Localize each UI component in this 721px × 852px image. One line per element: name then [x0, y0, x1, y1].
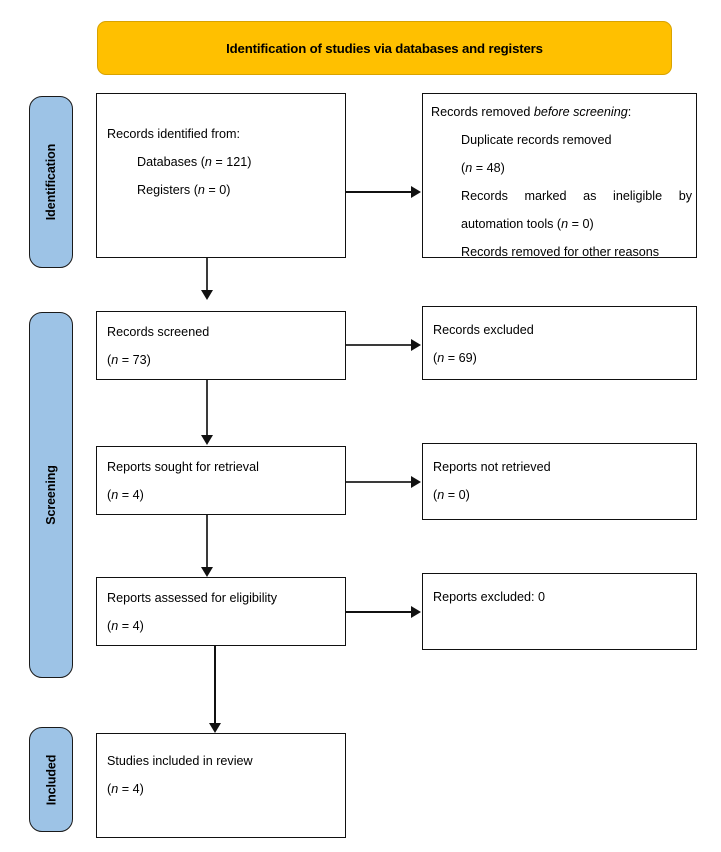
records-removed-colon: : [627, 105, 632, 119]
duplicate-records-count: (n = 48) [431, 154, 694, 182]
arrowhead-down-identified-to-screened [201, 290, 213, 300]
stage-label-identification: Identification [29, 96, 73, 268]
box-reports-not-retrieved: Reports not retrieved (n = 0) [422, 443, 697, 520]
box-records-identified: Records identified from: Databases (n = … [96, 93, 346, 258]
records-screened-label: Records screened [107, 325, 210, 339]
box-records-removed: Records removed before screening: Duplic… [422, 93, 697, 259]
diagram-header-banner: Identification of studies via databases … [97, 21, 672, 75]
records-screened-value: = 73) [118, 353, 151, 367]
paren-open: ( [433, 488, 438, 502]
stage-label-included: Included [29, 727, 73, 832]
connector-screened-to-excluded [346, 344, 412, 346]
arrowhead-right-assessed-to-reports-excluded [411, 606, 421, 618]
paren-open: ( [461, 161, 466, 175]
studies-included-value: = 4) [118, 782, 144, 796]
box-reports-assessed: Reports assessed for eligibility (n = 4) [96, 577, 346, 646]
arrowhead-down-assessed-to-included [209, 723, 221, 733]
connector-screened-to-sought [206, 380, 208, 436]
box-records-excluded: Records excluded (n = 69) [422, 306, 697, 380]
n-symbol: n [111, 619, 119, 633]
arrowhead-down-screened-to-sought [201, 435, 213, 445]
automation-tools-count: automation tools (n = 0) [431, 210, 694, 238]
records-identified-heading: Records identified from: [107, 127, 240, 141]
records-excluded-label: Records excluded [433, 323, 534, 337]
databases-count: = 121) [211, 155, 252, 169]
box-records-screened: Records screened (n = 73) [96, 311, 346, 380]
records-identified-databases: Databases (n = 121) [107, 148, 341, 176]
automation-count-value: = 0) [568, 217, 594, 231]
records-excluded-count: (n = 69) [433, 344, 692, 372]
paren-open: ( [107, 619, 112, 633]
records-screened-count: (n = 73) [107, 346, 341, 374]
connector-identified-to-removed [346, 191, 412, 193]
reports-sought-count: (n = 4) [107, 481, 341, 509]
n-symbol: n [561, 217, 569, 231]
connector-assessed-to-reports-excluded [346, 611, 412, 613]
reports-assessed-value: = 4) [118, 619, 144, 633]
records-excluded-value: = 69) [444, 351, 477, 365]
arrowhead-right-sought-to-not-retrieved [411, 476, 421, 488]
records-removed-heading: Records removed before screening: [431, 98, 694, 126]
n-symbol: n [111, 782, 119, 796]
connector-identified-to-screened [206, 258, 208, 291]
duplicate-count-value: = 48) [472, 161, 505, 175]
reports-assessed-count: (n = 4) [107, 612, 341, 640]
reports-not-retrieved-count: (n = 0) [433, 481, 692, 509]
records-removed-other-reasons: Records removed for other reasons [461, 245, 660, 259]
reports-excluded-label: Reports excluded: 0 [433, 590, 546, 604]
reports-not-retrieved-value: = 0) [444, 488, 470, 502]
records-identified-registers: Registers (n = 0) [107, 176, 341, 204]
duplicate-records-removed: Duplicate records removed [461, 133, 612, 147]
n-symbol: n [197, 183, 205, 197]
reports-sought-value: = 4) [118, 488, 144, 502]
arrowhead-right-identified-to-removed [411, 186, 421, 198]
n-symbol: n [111, 353, 119, 367]
box-studies-included: Studies included in review (n = 4) [96, 733, 346, 838]
records-ineligible-automation: Records marked as ineligible by [461, 189, 692, 203]
stage-label-identification-text: Identification [44, 143, 59, 221]
stage-label-screening-text: Screening [44, 465, 59, 525]
arrowhead-right-screened-to-excluded [411, 339, 421, 351]
connector-sought-to-assessed [206, 515, 208, 568]
registers-count: = 0) [204, 183, 231, 197]
n-symbol: n [465, 161, 473, 175]
before-screening-emphasis: before screening [533, 105, 628, 119]
diagram-header-title: Identification of studies via databases … [226, 40, 543, 56]
paren-open: ( [433, 351, 438, 365]
n-symbol: n [437, 488, 445, 502]
arrowhead-down-sought-to-assessed [201, 567, 213, 577]
box-reports-excluded: Reports excluded: 0 [422, 573, 697, 650]
connector-sought-to-not-retrieved [346, 481, 412, 483]
studies-included-label: Studies included in review [107, 754, 253, 768]
stage-label-screening: Screening [29, 312, 73, 678]
records-removed-label: Records removed [431, 105, 534, 119]
n-symbol: n [204, 155, 212, 169]
databases-label: Databases ( [137, 155, 205, 169]
automation-label: automation tools ( [461, 217, 562, 231]
n-symbol: n [111, 488, 119, 502]
box-reports-sought: Reports sought for retrieval (n = 4) [96, 446, 346, 515]
stage-label-included-text: Included [44, 754, 58, 805]
reports-not-retrieved-label: Reports not retrieved [433, 460, 551, 474]
connector-assessed-to-included [214, 646, 216, 724]
reports-assessed-label: Reports assessed for eligibility [107, 591, 278, 605]
paren-open: ( [107, 782, 112, 796]
studies-included-count: (n = 4) [107, 775, 341, 803]
registers-label: Registers ( [137, 183, 198, 197]
n-symbol: n [437, 351, 445, 365]
reports-sought-label: Reports sought for retrieval [107, 460, 259, 474]
paren-open: ( [107, 353, 112, 367]
paren-open: ( [107, 488, 112, 502]
